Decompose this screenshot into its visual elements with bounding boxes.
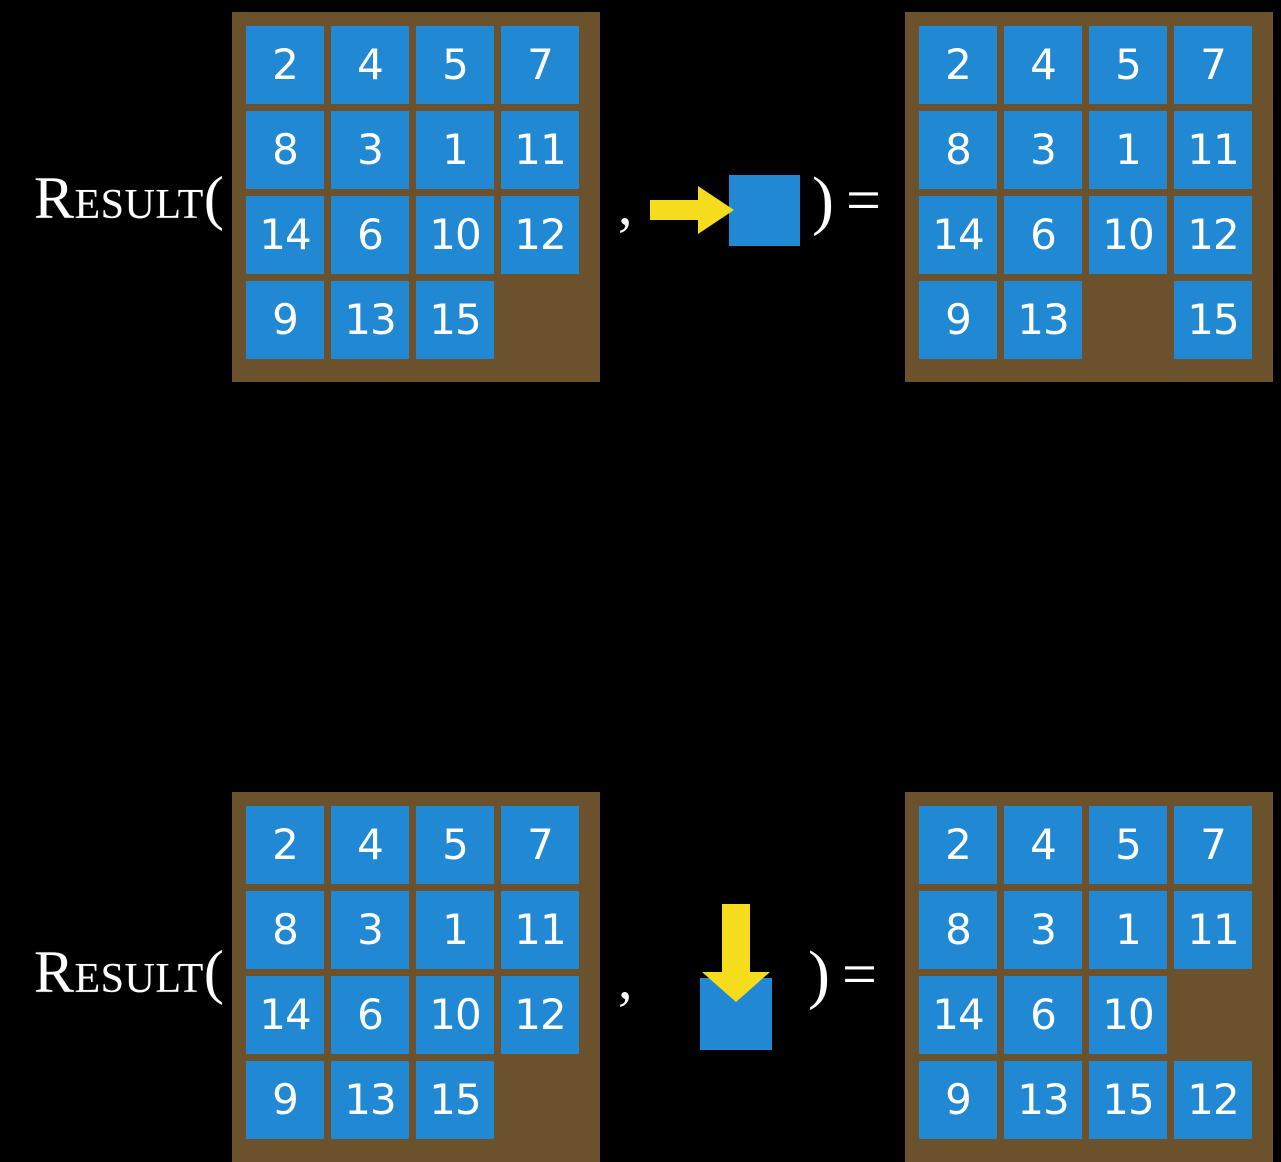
puzzle-tile[interactable]: 11 (1174, 891, 1252, 969)
result-label-row-2: Result( (34, 939, 225, 1005)
puzzle-tile[interactable]: 4 (1004, 26, 1082, 104)
puzzle-tile[interactable]: 14 (919, 976, 997, 1054)
puzzle-tile[interactable]: 2 (246, 26, 324, 104)
puzzle-tile[interactable]: 11 (1174, 111, 1252, 189)
puzzle-tile[interactable]: 4 (331, 806, 409, 884)
puzzle-tile[interactable]: 4 (331, 26, 409, 104)
right-paren-row-2: ) (808, 938, 830, 1011)
puzzle-tile[interactable]: 12 (501, 196, 579, 274)
puzzle-tile[interactable]: 12 (501, 976, 579, 1054)
puzzle-tile[interactable]: 6 (1004, 976, 1082, 1054)
puzzle-tile[interactable]: 9 (919, 1061, 997, 1139)
puzzle-tile[interactable]: 10 (416, 976, 494, 1054)
puzzle-tile[interactable]: 2 (919, 26, 997, 104)
equals-sign-row-1: = (846, 167, 881, 235)
puzzle-tile[interactable]: 1 (1089, 891, 1167, 969)
arrow-down-icon (702, 904, 770, 1002)
puzzle-tile[interactable]: 7 (1174, 26, 1252, 104)
puzzle-tile[interactable]: 7 (501, 806, 579, 884)
puzzle-tile[interactable]: 8 (246, 891, 324, 969)
puzzle-tile[interactable]: 1 (416, 111, 494, 189)
puzzle-tile[interactable]: 5 (416, 26, 494, 104)
puzzle-tile[interactable]: 15 (1089, 1061, 1167, 1139)
puzzle-tile[interactable]: 13 (331, 281, 409, 359)
puzzle-tile[interactable]: 6 (331, 196, 409, 274)
puzzle-tile[interactable]: 3 (1004, 111, 1082, 189)
puzzle-tile[interactable]: 3 (331, 111, 409, 189)
puzzle-tile[interactable]: 15 (416, 281, 494, 359)
puzzle-tile[interactable]: 8 (246, 111, 324, 189)
puzzle-tile[interactable]: 12 (1174, 1061, 1252, 1139)
comma-separator-row-2: , (618, 946, 633, 1011)
puzzle-tile[interactable]: 1 (416, 891, 494, 969)
puzzle-tile[interactable]: 11 (501, 111, 579, 189)
puzzle-blank-cell (501, 281, 579, 359)
puzzle-tile[interactable]: 3 (331, 891, 409, 969)
puzzle-tile[interactable]: 3 (1004, 891, 1082, 969)
puzzle-tile[interactable]: 14 (246, 976, 324, 1054)
puzzle-tile[interactable]: 5 (1089, 26, 1167, 104)
puzzle-tile[interactable]: 10 (1089, 976, 1167, 1054)
comma-separator-row-1: , (618, 172, 633, 237)
puzzle-tile[interactable]: 2 (919, 806, 997, 884)
puzzle-tile[interactable]: 10 (416, 196, 494, 274)
puzzle-tile[interactable]: 8 (919, 111, 997, 189)
puzzle-tile[interactable]: 10 (1089, 196, 1167, 274)
puzzle-tile[interactable]: 6 (331, 976, 409, 1054)
right-paren-row-1: ) (812, 164, 834, 237)
result-label-row-1: Result( (34, 165, 225, 231)
puzzle-tile[interactable]: 4 (1004, 806, 1082, 884)
puzzle-tile[interactable]: 1 (1089, 111, 1167, 189)
puzzle-tile[interactable]: 13 (1004, 281, 1082, 359)
move-glyph-row-2 (690, 890, 810, 1070)
puzzle-tile[interactable]: 7 (1174, 806, 1252, 884)
puzzle-tile[interactable]: 8 (919, 891, 997, 969)
puzzle-tile[interactable]: 13 (1004, 1061, 1082, 1139)
puzzle-tile[interactable]: 15 (1174, 281, 1252, 359)
arrow-right-icon (650, 186, 734, 234)
puzzle-tile[interactable]: 9 (246, 281, 324, 359)
puzzle-tile[interactable]: 2 (246, 806, 324, 884)
puzzle-tile[interactable]: 11 (501, 891, 579, 969)
puzzle-tile[interactable]: 7 (501, 26, 579, 104)
puzzle-tile[interactable]: 9 (919, 281, 997, 359)
puzzle-tile[interactable]: 12 (1174, 196, 1252, 274)
puzzle-blank-cell (1089, 281, 1167, 359)
puzzle-tile[interactable]: 14 (246, 196, 324, 274)
puzzle-tile[interactable]: 15 (416, 1061, 494, 1139)
puzzle-tile[interactable]: 9 (246, 1061, 324, 1139)
puzzle-blank-cell (501, 1061, 579, 1139)
puzzle-tile[interactable]: 14 (919, 196, 997, 274)
puzzle-tile[interactable]: 13 (331, 1061, 409, 1139)
move-tile-row-1 (729, 175, 800, 246)
puzzle-tile[interactable]: 5 (1089, 806, 1167, 884)
puzzle-tile[interactable]: 6 (1004, 196, 1082, 274)
puzzle-tile[interactable]: 5 (416, 806, 494, 884)
puzzle-blank-cell (1174, 976, 1252, 1054)
move-glyph-row-1 (650, 160, 810, 260)
equals-sign-row-2: = (842, 941, 877, 1009)
